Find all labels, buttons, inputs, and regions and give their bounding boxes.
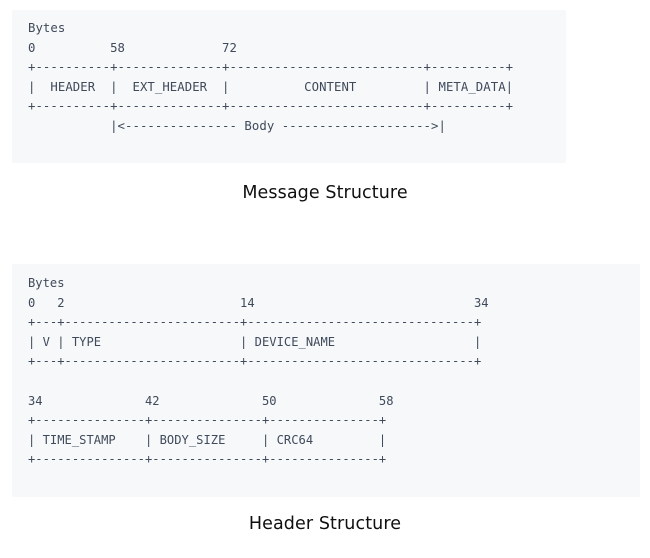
figure-message-structure: Bytes 0 58 72 +----------+--------------… [0, 0, 650, 203]
ascii-diagram-message-structure: Bytes 0 58 72 +----------+--------------… [12, 10, 566, 163]
ascii-art-header-structure: Bytes 0 2 14 34 +---+-------------------… [28, 276, 489, 467]
ascii-diagram-header-structure: Bytes 0 2 14 34 +---+-------------------… [12, 264, 640, 497]
figure-caption-message-structure: Message Structure [242, 183, 408, 203]
figure-caption-header-structure: Header Structure [248, 514, 402, 534]
figure-header-structure: Bytes 0 2 14 34 +---+-------------------… [0, 264, 650, 534]
ascii-art-message-structure: Bytes 0 58 72 +----------+--------------… [28, 21, 514, 133]
